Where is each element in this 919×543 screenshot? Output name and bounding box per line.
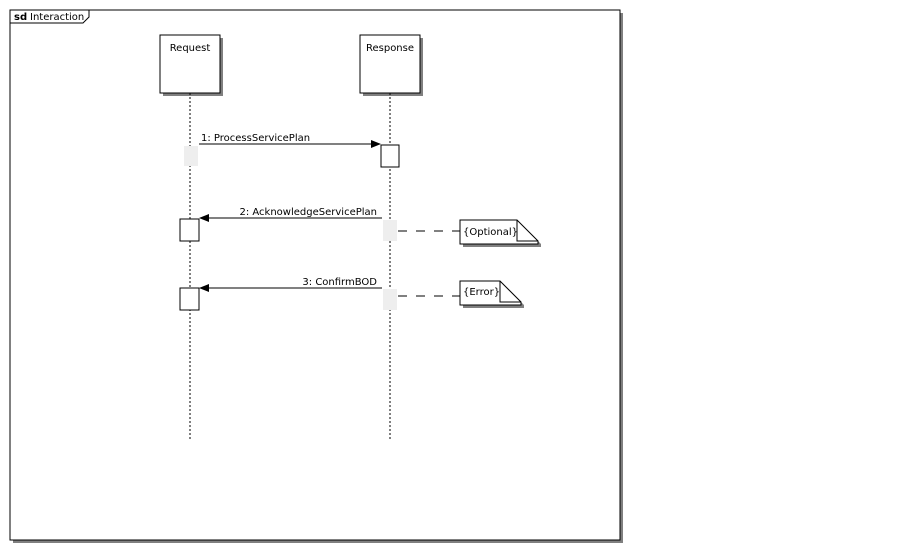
ghost-activation [383,289,397,310]
frame-keyword: sd [14,12,27,23]
message-1-label: 1: ProcessServicePlan [201,133,310,144]
activation-bar [179,287,200,311]
activation-bar [380,144,400,168]
lifeline-request-head[interactable] [159,34,221,94]
frame-tab [9,9,90,24]
note-fold [499,281,521,303]
message-3-label: 3: ConfirmBOD [302,277,377,288]
ghost-activation [383,220,397,241]
frame-name: Interaction [30,12,84,23]
note-optional-text: {Optional} [463,227,518,238]
interaction-frame [9,9,621,541]
activation-bar [179,218,200,242]
note-error-text: {Error} [463,287,500,298]
lifeline-request-label: Request [170,43,211,54]
ghost-activation [184,146,198,166]
message-2-label: 2: AcknowledgeServicePlan [239,207,377,218]
note-fold [516,220,538,242]
lifeline-response-head[interactable] [359,34,421,94]
note-optional[interactable] [459,219,539,245]
lifeline-response-label: Response [366,43,414,54]
note-error[interactable] [459,280,522,306]
